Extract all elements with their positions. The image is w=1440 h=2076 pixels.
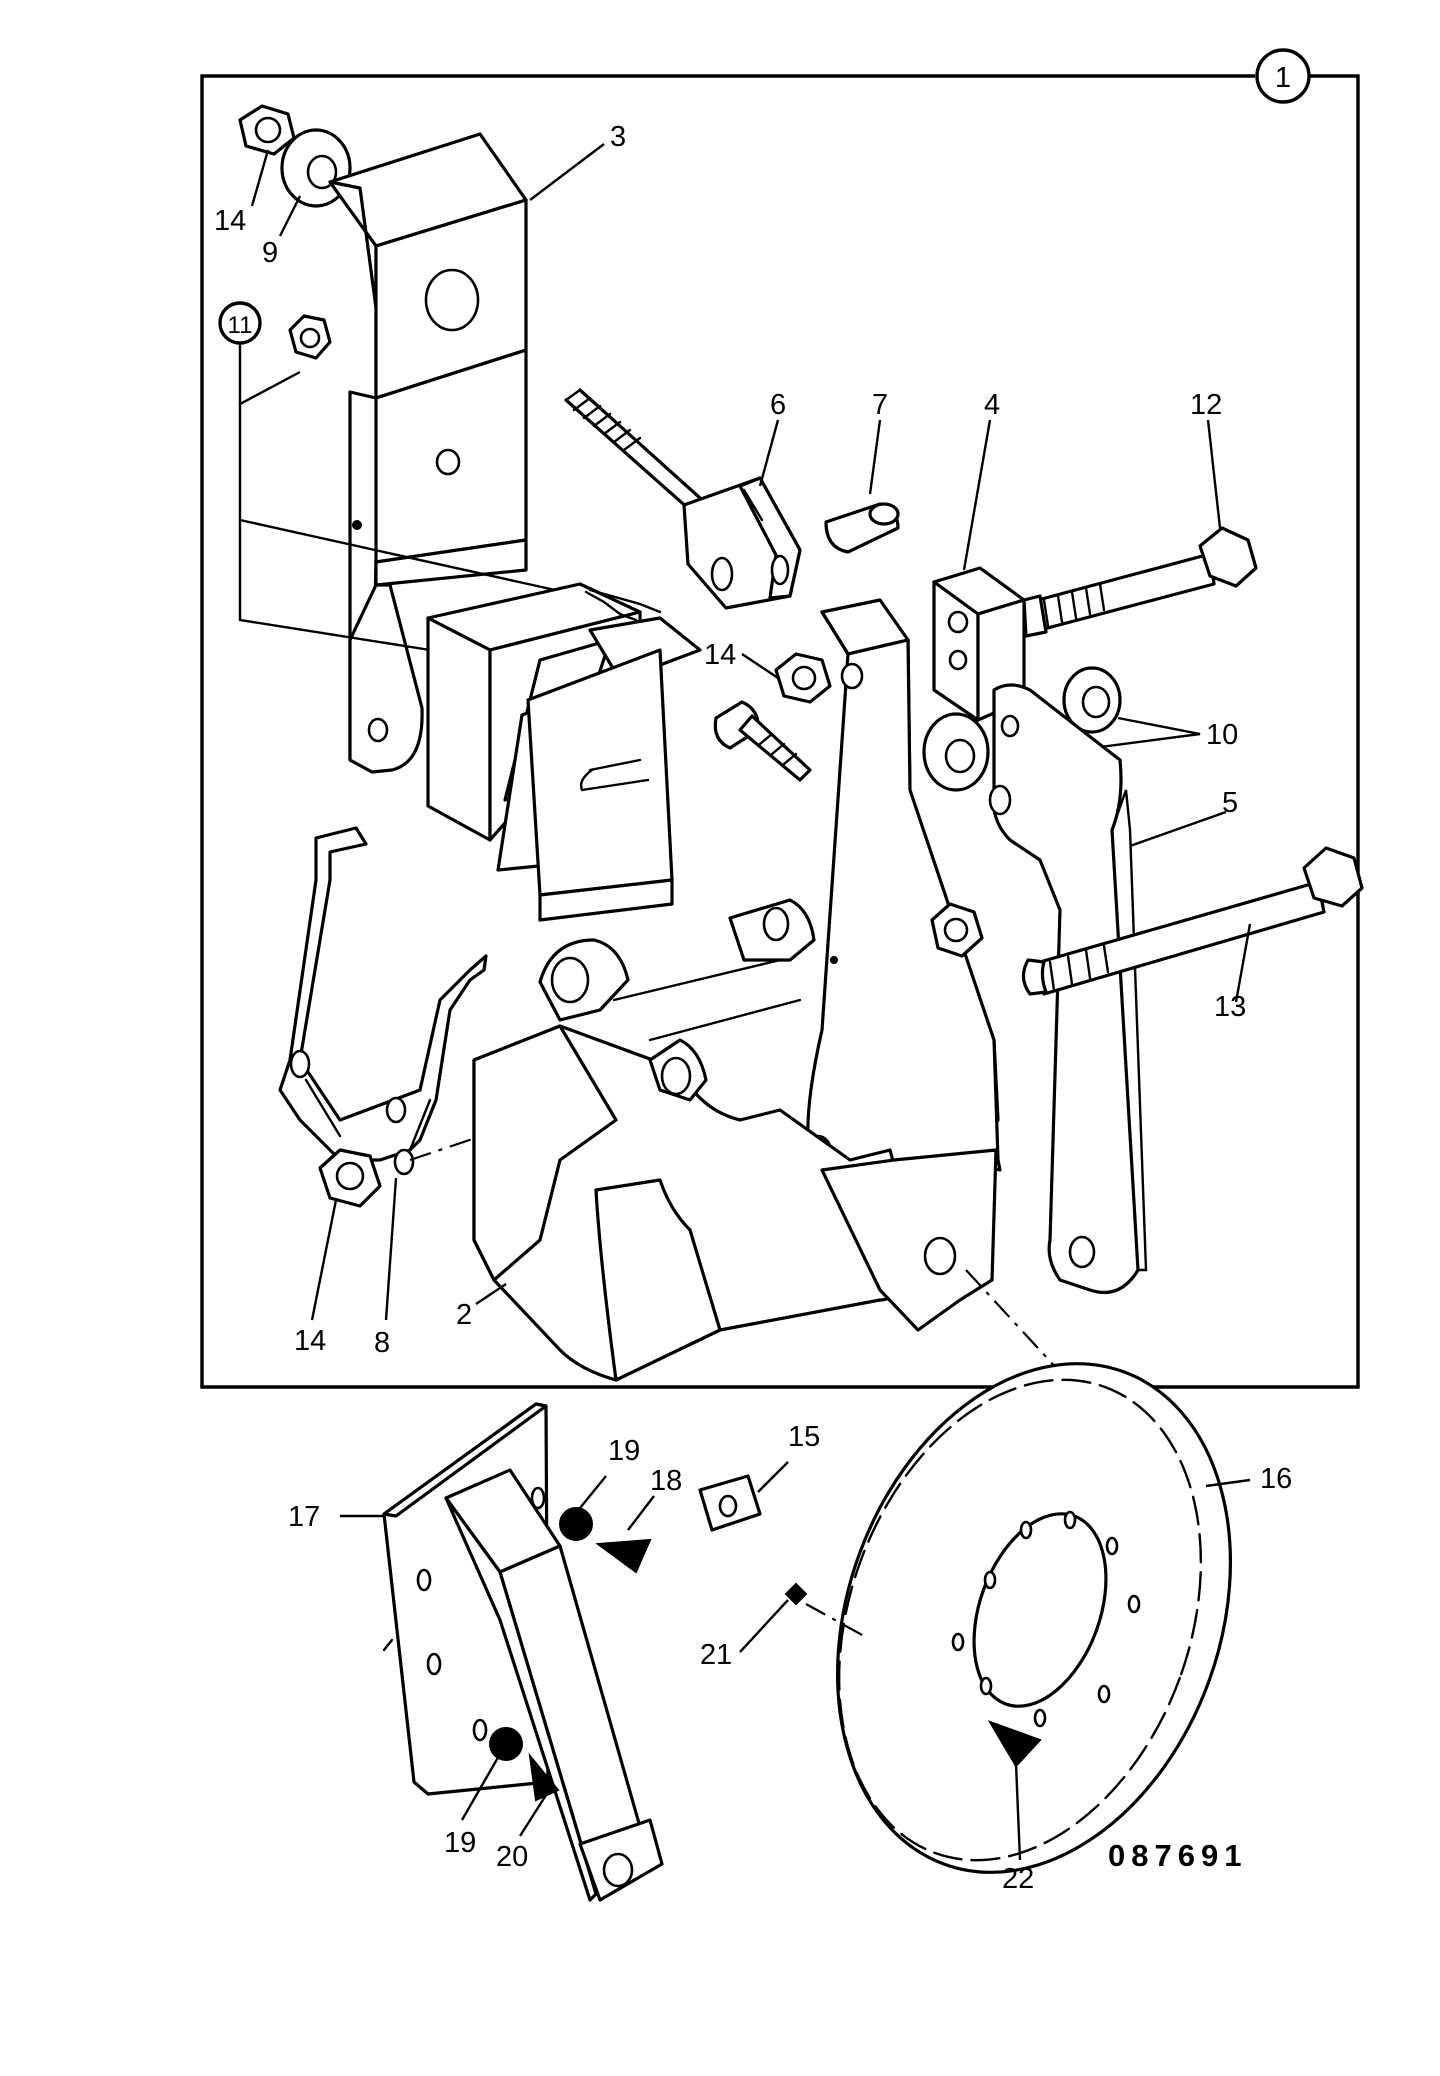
callout-19-lower: 19 xyxy=(444,1827,476,1859)
callout-13: 13 xyxy=(1214,991,1246,1023)
callout-5: 5 xyxy=(1222,787,1238,819)
callout-20: 20 xyxy=(496,1841,528,1873)
callout-16: 16 xyxy=(1260,1463,1292,1495)
callout-21: 21 xyxy=(700,1639,732,1671)
nut-14-mid xyxy=(774,652,832,704)
lever-5 xyxy=(988,683,1148,1295)
callout-12: 12 xyxy=(1190,389,1222,421)
nut-14-low xyxy=(318,1148,382,1208)
callout-15: 15 xyxy=(788,1421,820,1453)
callout-14-top: 14 xyxy=(214,205,246,237)
callout-17: 17 xyxy=(288,1501,320,1533)
callout-10: 10 xyxy=(1206,719,1238,751)
caliper-arm xyxy=(803,598,1002,1214)
axis-line-disc xyxy=(965,1269,1061,1373)
marker-21 xyxy=(784,1582,808,1606)
washer-10-right xyxy=(1062,666,1122,734)
brake-disc-16 xyxy=(835,1362,1233,1874)
arrow-22 xyxy=(987,1720,1042,1768)
nut-11 xyxy=(288,314,332,360)
callout-4: 4 xyxy=(984,389,1000,421)
callout-9: 9 xyxy=(262,237,278,269)
spring-clip-8 xyxy=(278,826,488,1176)
callout-8: 8 xyxy=(374,1327,390,1359)
group-number: 1 xyxy=(1275,62,1291,94)
disc-rim-dashed xyxy=(837,1378,1203,1862)
sub-group-number: 11 xyxy=(228,312,253,339)
callout-14-low: 14 xyxy=(294,1325,326,1357)
axis-line-21 xyxy=(805,1603,865,1637)
reference-code: 087691 xyxy=(1108,1838,1247,1873)
callout-22: 22 xyxy=(1002,1863,1034,1895)
group-number-circle xyxy=(1255,48,1311,104)
washer-10-left xyxy=(922,712,990,792)
callout-2: 2 xyxy=(456,1299,472,1331)
square-plate-15 xyxy=(698,1474,762,1532)
callout-14-mid: 14 xyxy=(704,639,736,671)
bracket-3-bore xyxy=(424,268,480,332)
brake-pad-front xyxy=(496,588,702,922)
pin-7 xyxy=(824,502,900,554)
callout-7: 7 xyxy=(872,389,888,421)
arrow-18 xyxy=(595,1538,652,1574)
callout-3: 3 xyxy=(610,121,626,153)
nut-on-arm xyxy=(930,902,984,958)
screw-small xyxy=(713,700,812,782)
callout-6: 6 xyxy=(770,389,786,421)
adjuster-rod-6 xyxy=(564,388,802,610)
bracket-3 xyxy=(328,132,528,774)
bolt-13 xyxy=(1021,846,1364,996)
bolt-12 xyxy=(1022,526,1258,638)
point-19-lower xyxy=(489,1727,523,1761)
point-19-upper xyxy=(559,1507,593,1541)
caliper-body-2 xyxy=(472,898,998,1382)
mounting-bracket-17 xyxy=(382,1402,664,1902)
group-frame xyxy=(200,74,1360,1389)
callout-19-upper: 19 xyxy=(608,1435,640,1467)
callout-18: 18 xyxy=(650,1465,682,1497)
